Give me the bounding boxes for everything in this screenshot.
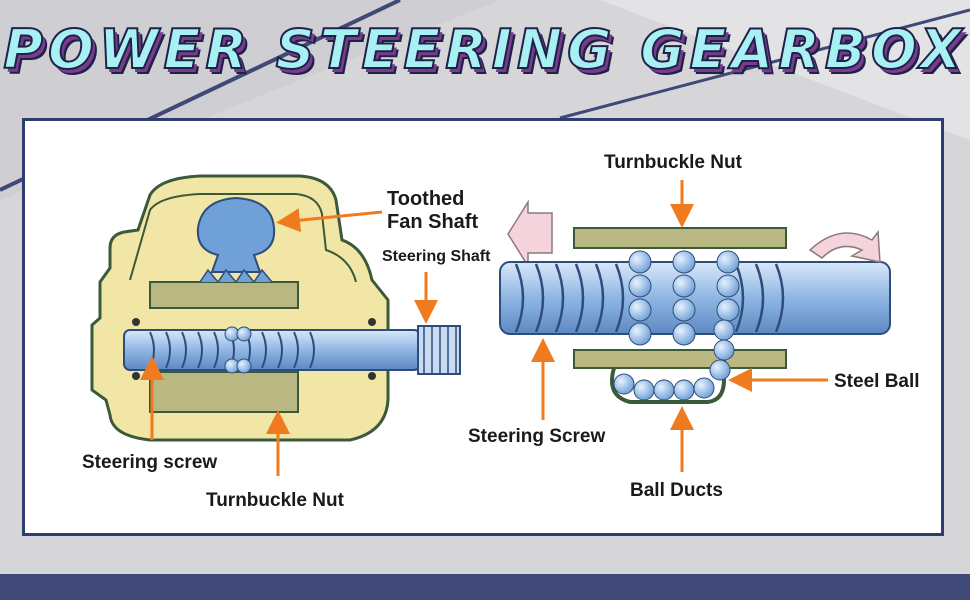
toothed-fan-shaft [196, 196, 276, 273]
label-steering-screw-left: Steering screw [82, 452, 218, 473]
right-turnbuckle-nut-bottom [573, 349, 787, 369]
label-steering-shaft: Steering Shaft [382, 248, 491, 265]
right-ball-screw [499, 199, 891, 404]
label-steering-screw-right: Steering Screw [468, 426, 606, 447]
ball-duct [610, 320, 726, 404]
left-gearbox [90, 174, 461, 442]
label-ball-ducts: Ball Ducts [630, 480, 723, 501]
steel-balls [613, 250, 740, 401]
direction-arrow-icon [507, 199, 553, 269]
right-pointers [531, 180, 828, 472]
label-turnbuckle-nut-left: Turnbuckle Nut [206, 490, 344, 511]
label-toothed-fan-shaft: Toothed Fan Shaft [387, 188, 479, 233]
footer-bar [0, 574, 970, 600]
rotation-arrow-icon [808, 229, 881, 263]
page-title: POWER STEERING GEARBOX [2, 17, 967, 82]
left-pointers [140, 208, 438, 476]
right-turnbuckle-nut-top [573, 227, 787, 249]
label-turnbuckle-nut-right: Turnbuckle Nut [604, 152, 742, 173]
label-steel-ball: Steel Ball [834, 371, 920, 392]
